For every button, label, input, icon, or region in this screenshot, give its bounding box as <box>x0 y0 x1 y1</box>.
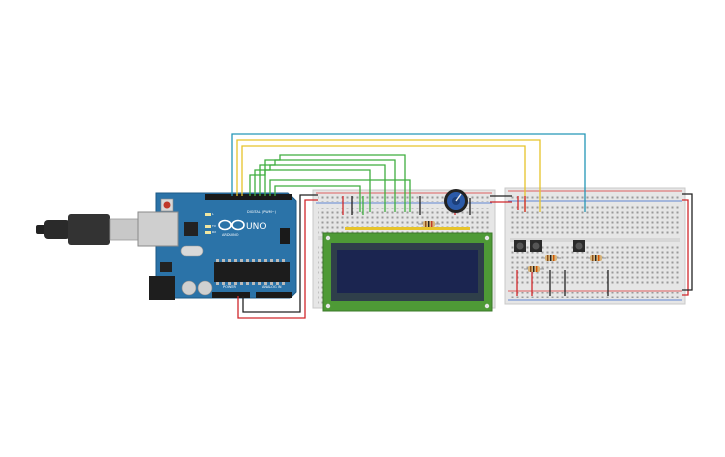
right-breadboard[interactable] <box>504 187 686 305</box>
wire-green-2[interactable] <box>254 164 386 212</box>
push-button-2[interactable] <box>530 240 542 252</box>
board-model: UNO <box>246 222 266 232</box>
lcd-16x2[interactable] <box>322 232 493 312</box>
wire-blue[interactable] <box>231 133 586 212</box>
led-rx-label: RX <box>212 230 216 234</box>
wire-green-6[interactable] <box>274 185 361 212</box>
reset-button[interactable] <box>163 201 171 209</box>
usb-socket <box>137 211 179 247</box>
wire-yellow-2[interactable] <box>241 145 526 212</box>
power-wires <box>237 193 693 319</box>
wire-red-5v[interactable] <box>237 199 318 319</box>
resistor-button-3 <box>586 255 606 261</box>
power-label: POWER <box>223 285 237 289</box>
arduino-logo-icon <box>218 219 245 231</box>
wire-green-3[interactable] <box>259 159 396 212</box>
board-brand: ARDUINO <box>222 233 239 237</box>
potentiometer[interactable] <box>444 189 468 213</box>
digital-label: DIGITAL (PWM~) <box>247 210 277 214</box>
lcd-screen <box>337 250 478 293</box>
push-button-3[interactable] <box>573 240 585 252</box>
wire-green-5[interactable] <box>269 179 411 212</box>
push-button-1[interactable] <box>514 240 526 252</box>
signal-wires <box>231 133 586 212</box>
atmega-chip <box>214 262 290 282</box>
wire-green-4[interactable] <box>264 154 406 212</box>
dc-power-jack <box>149 276 175 300</box>
resistor-lcd <box>418 221 440 227</box>
led-l-label: L <box>212 212 214 216</box>
analog-label: ANALOG IN <box>262 285 282 289</box>
resistor-button-1 <box>524 266 544 272</box>
led-tx-label: TX <box>211 224 216 228</box>
digital-header <box>205 194 292 200</box>
lcd-header-strip <box>345 227 470 230</box>
usb-cable <box>36 214 157 245</box>
power-header <box>212 292 250 298</box>
analog-header <box>256 292 292 298</box>
arduino-uno-board[interactable]: UNO ARDUINO DIGITAL (PWM~) POWER ANALOG … <box>137 192 297 300</box>
wire-black-gnd[interactable] <box>242 194 318 313</box>
wire-yellow-1[interactable] <box>236 139 541 212</box>
potentiometer-knob-icon <box>455 193 462 202</box>
resistor-button-2 <box>541 255 561 261</box>
